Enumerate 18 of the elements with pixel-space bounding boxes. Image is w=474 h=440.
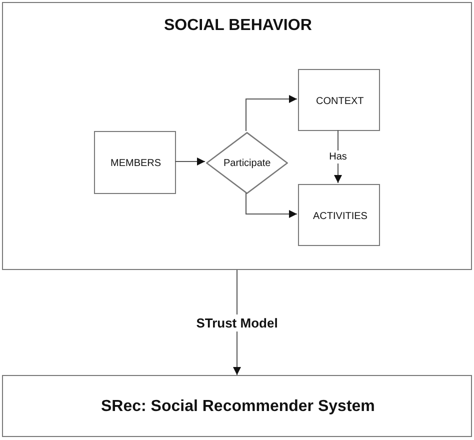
group-box (2, 2, 472, 270)
decision-diamond (206, 132, 288, 194)
process-box (298, 184, 380, 246)
node-label: Participate (224, 158, 271, 168)
arrow (174, 158, 206, 166)
node-label: SRec: Social Recommender System (101, 398, 375, 416)
process-box (94, 131, 176, 194)
process-box (298, 69, 380, 131)
system-box (2, 375, 472, 437)
arrow (246, 95, 298, 132)
node-label: MEMBERS (110, 158, 162, 169)
arrow (334, 130, 342, 184)
arrow (246, 192, 298, 218)
group-label: SOCIAL BEHAVIOR (164, 17, 312, 35)
edge-label: Has (327, 150, 349, 163)
node-label: CONTEXT (316, 96, 364, 106)
node-label: ACTIVITIES (313, 210, 368, 222)
edge-label: STrust Model (194, 314, 280, 331)
